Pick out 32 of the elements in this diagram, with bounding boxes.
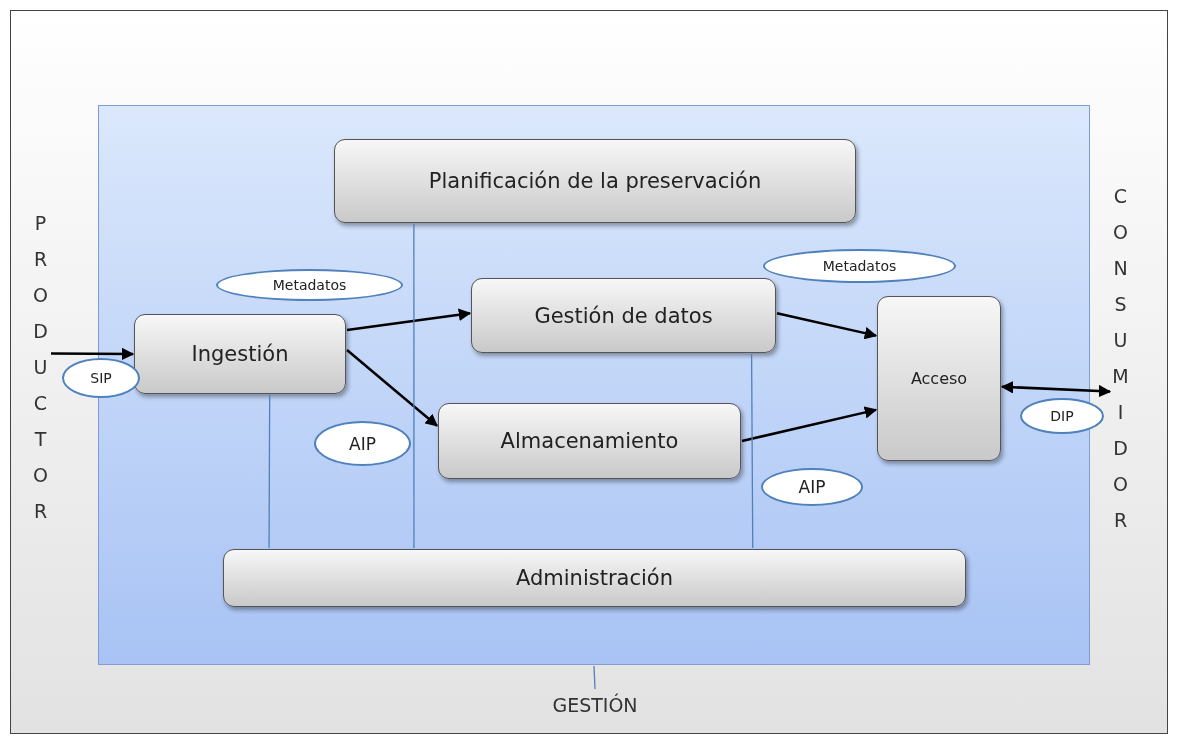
arrow — [1000, 381, 1112, 398]
node-text: DIP — [1050, 408, 1074, 424]
node-text: AIP — [349, 433, 376, 454]
node-text: Acceso — [910, 369, 968, 388]
arrow — [741, 406, 878, 443]
node-text: AIP — [798, 477, 826, 497]
process-box — [334, 139, 856, 223]
connector-line — [268, 394, 271, 549]
node-text: Ingestión — [191, 342, 289, 366]
actor-label: CONSUMIDOR — [1111, 178, 1130, 540]
process-box — [471, 278, 776, 353]
process-box — [223, 549, 966, 607]
connector-line — [593, 665, 596, 690]
node-text: Gestión de datos — [534, 303, 713, 328]
node-text: Metadatos — [272, 277, 347, 293]
arrow — [51, 347, 135, 361]
arrow — [346, 349, 438, 427]
connector-line — [750, 353, 754, 549]
actor-label: PRODUCTOR — [31, 205, 50, 535]
node-text: SIP — [90, 370, 112, 386]
process-box — [438, 403, 741, 479]
node-text: Administración — [516, 566, 673, 590]
node-text: Almacenamiento — [500, 429, 679, 453]
process-box — [877, 296, 1001, 461]
system-label: GESTIÓN — [530, 690, 660, 720]
arrow — [346, 308, 472, 332]
data-ellipse — [314, 421, 411, 466]
process-box — [134, 314, 346, 394]
connector-line — [413, 223, 415, 549]
node-text: Metadatos — [822, 258, 897, 274]
node-text: Planificación de la preservación — [428, 169, 762, 193]
arrow — [776, 312, 878, 340]
